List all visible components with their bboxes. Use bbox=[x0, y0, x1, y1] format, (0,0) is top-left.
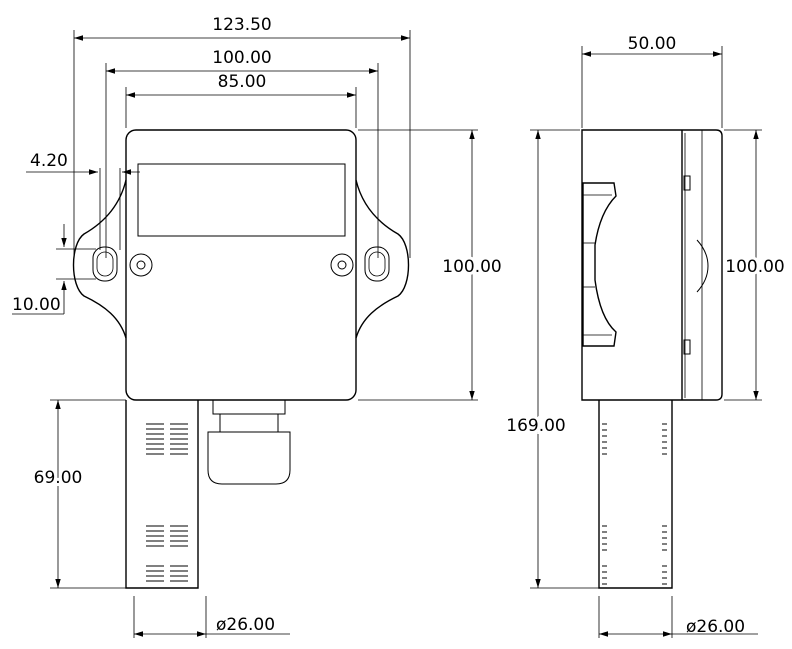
front-view: 123.50 100.00 85.00 4.20 10.00 100.00 69… bbox=[12, 15, 505, 638]
left-screw-outer bbox=[129, 253, 153, 277]
dim-probe-diameter-front: ø26.00 bbox=[216, 615, 275, 635]
dim-body-height-front: 100.00 bbox=[442, 257, 501, 277]
enclosure-body bbox=[125, 129, 357, 401]
side-lid-tab-center bbox=[696, 239, 709, 293]
probe-tube-front bbox=[125, 400, 199, 589]
side-lid-clip-bottom bbox=[683, 339, 691, 355]
right-mounting-flange bbox=[355, 179, 410, 339]
right-mounting-slot-inner bbox=[368, 251, 386, 277]
side-lid-clip-top bbox=[683, 175, 691, 191]
left-mounting-slot-inner bbox=[96, 251, 114, 277]
right-mounting-slot bbox=[364, 246, 390, 282]
side-view: 50.00 169.00 100.00 ø26.00 bbox=[503, 34, 788, 638]
right-screw-inner bbox=[337, 260, 347, 270]
probe-vent-dots-side bbox=[602, 423, 667, 585]
dim-flange-offset: 4.20 bbox=[30, 151, 68, 171]
dim-probe-length: 69.00 bbox=[34, 468, 83, 488]
probe-vent-slots-bottom bbox=[146, 525, 188, 582]
dim-mounting-width: 100.00 bbox=[212, 48, 271, 68]
display-window bbox=[137, 163, 346, 237]
dim-slot-height: 10.00 bbox=[12, 295, 61, 315]
left-mounting-flange bbox=[72, 179, 127, 339]
probe-tube-side bbox=[598, 400, 673, 589]
probe-vent-slots-top bbox=[146, 423, 188, 455]
side-mounting-bracket bbox=[582, 182, 617, 347]
dim-depth: 50.00 bbox=[628, 34, 677, 54]
left-mounting-slot bbox=[92, 246, 118, 282]
left-screw-inner bbox=[136, 260, 146, 270]
dim-overall-width: 123.50 bbox=[212, 15, 271, 35]
dim-total-height: 169.00 bbox=[506, 416, 565, 436]
dim-body-width: 85.00 bbox=[218, 72, 267, 92]
dim-probe-diameter-side: ø26.00 bbox=[686, 617, 745, 637]
dim-body-height-side: 100.00 bbox=[725, 257, 784, 277]
cable-gland bbox=[207, 399, 291, 485]
right-screw-outer bbox=[330, 253, 354, 277]
side-enclosure-body bbox=[581, 129, 723, 401]
